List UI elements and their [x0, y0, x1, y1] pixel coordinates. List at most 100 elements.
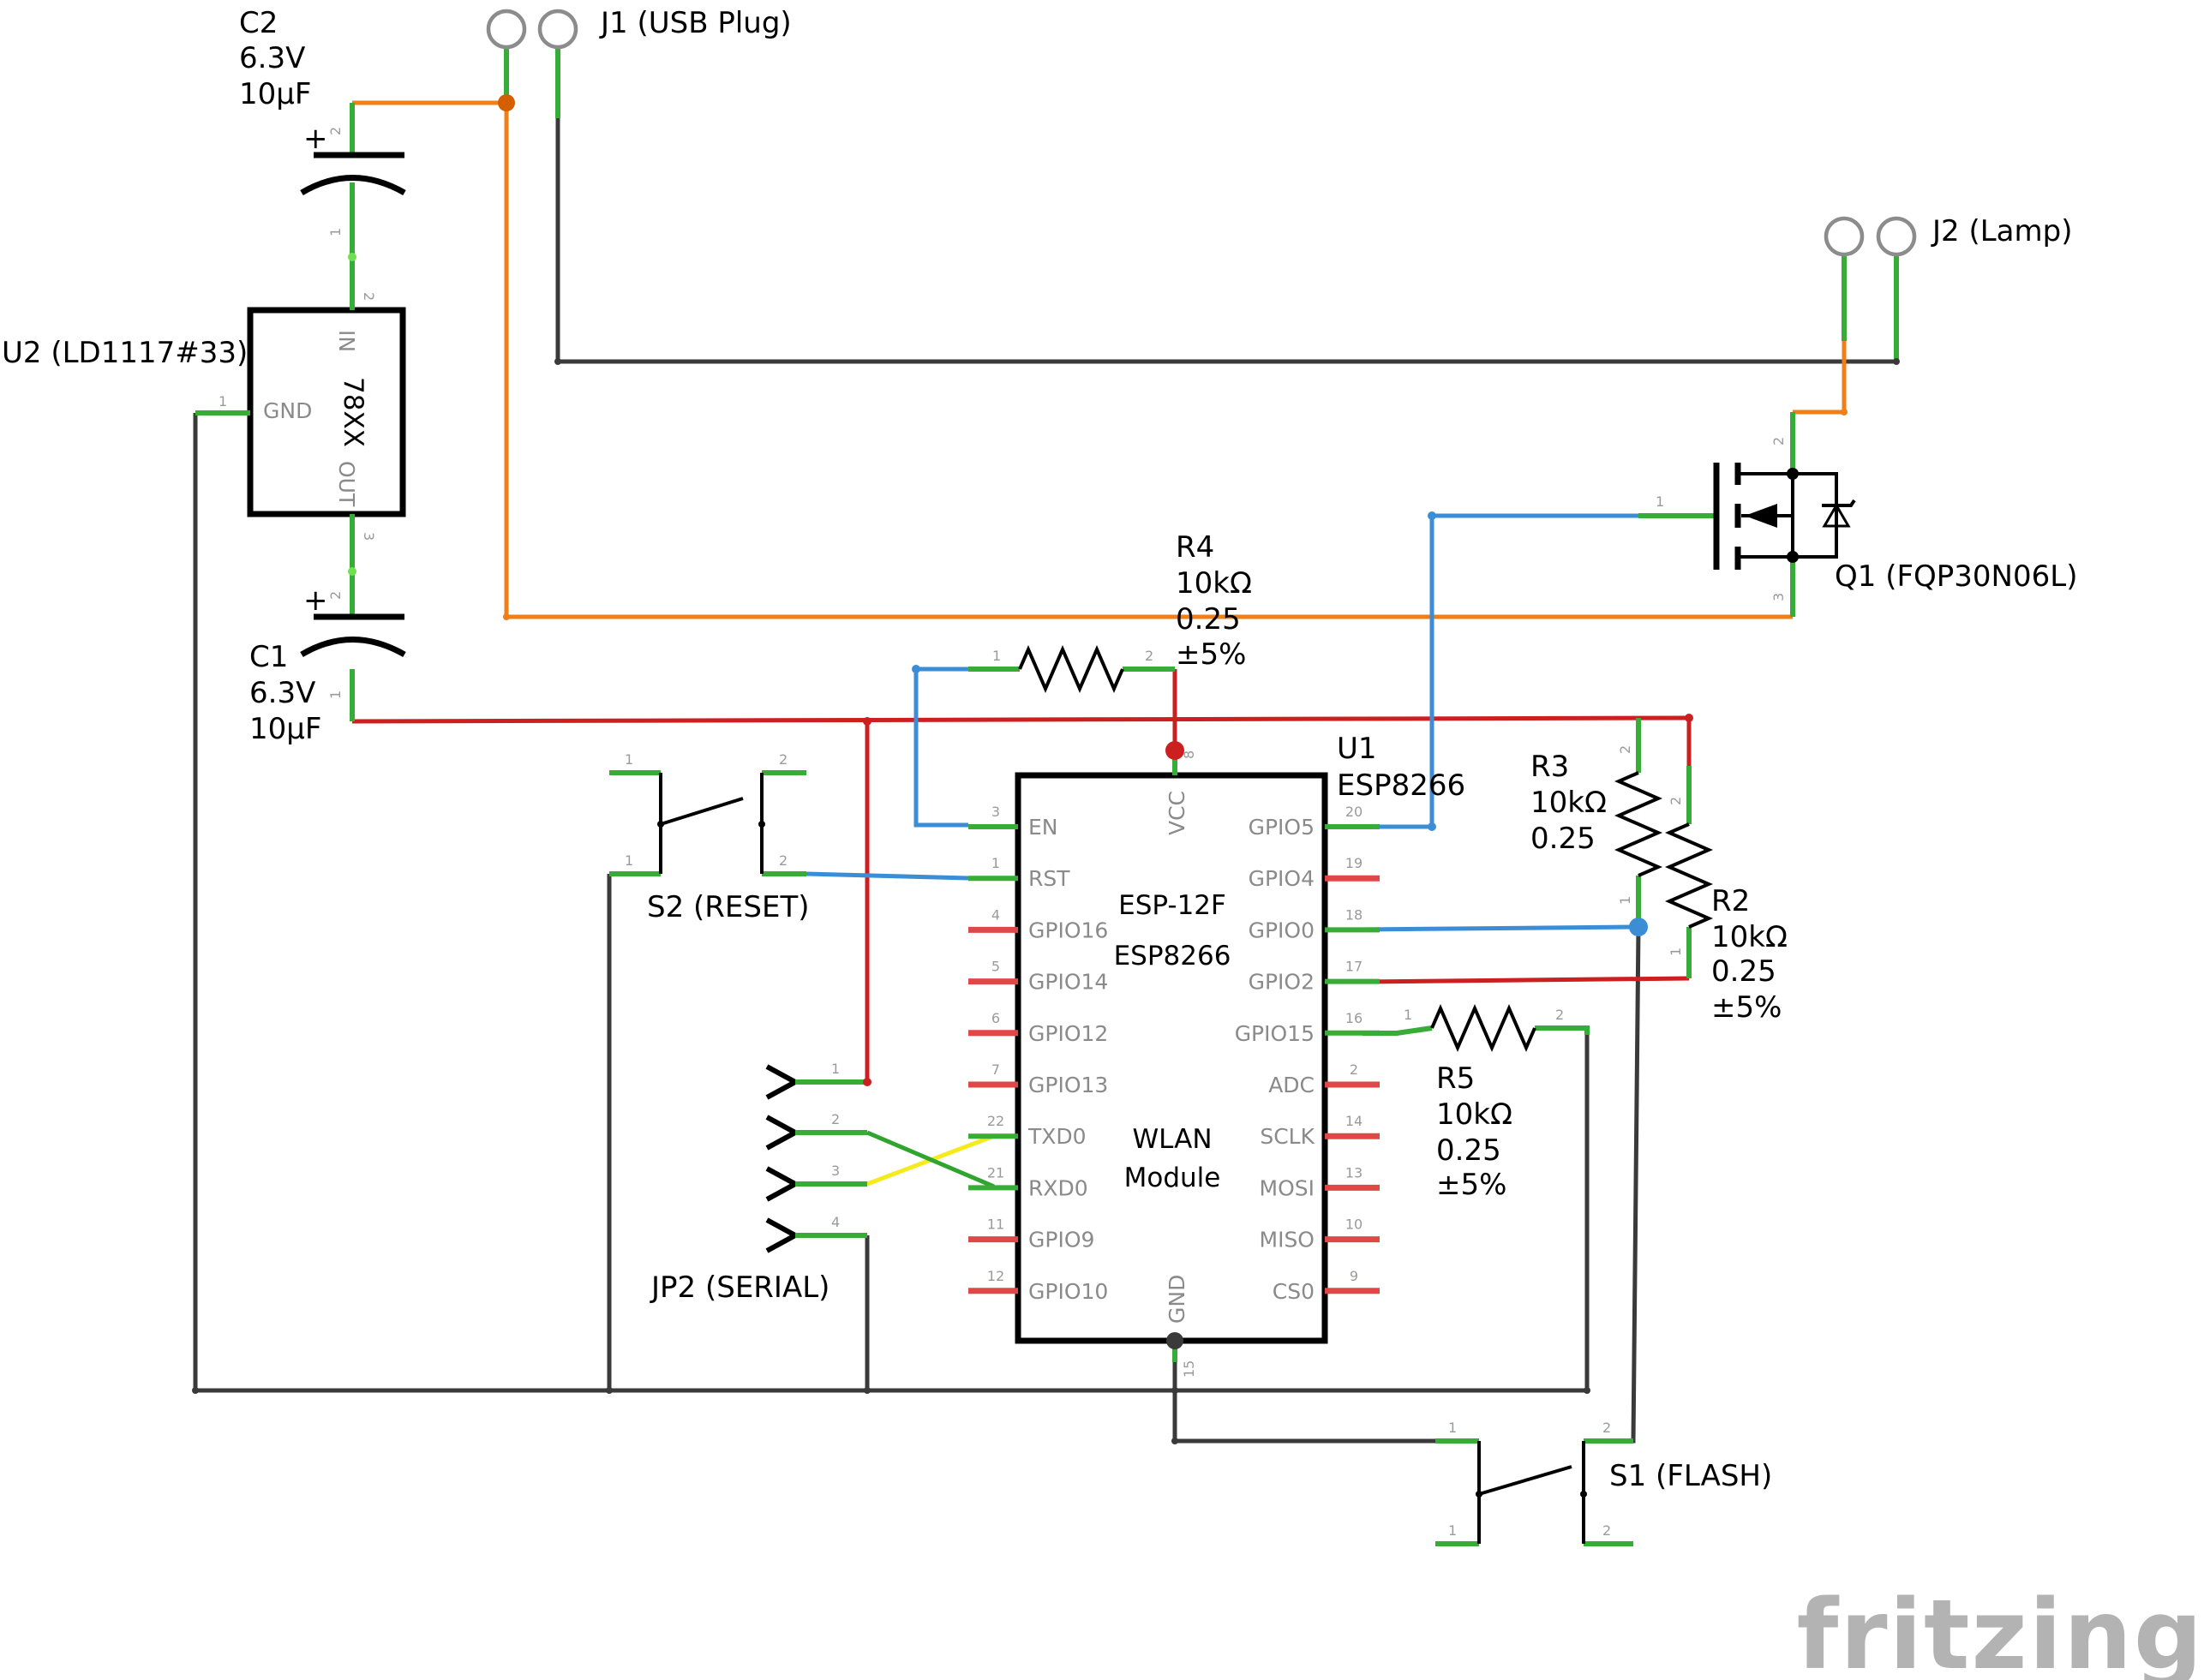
resistor-r4[interactable]: 1 2 R4 10kΩ 0.25 ±5% — [968, 530, 1252, 694]
jp2-pin-1-num: 1 — [831, 1061, 840, 1077]
r3-ref: R3 — [1530, 750, 1569, 784]
r5-power: 0.25 — [1436, 1133, 1501, 1168]
wire-3v3-bus — [351, 715, 1690, 724]
switch-s2-reset[interactable]: 1 2 1 2 S2 (RESET) — [609, 751, 810, 924]
u1-pinnum-txd0: 22 — [987, 1113, 1004, 1129]
u1-pin-gpio0: GPIO0 — [1249, 918, 1315, 942]
regulator-u2[interactable]: IN OUT GND 78XX 2 3 1 U2 (LD1117#33) — [2, 257, 406, 571]
capacitor-c2[interactable]: + 2 1 C2 6.3V 10µF — [239, 6, 406, 307]
fritzing-logo: fritzing — [1797, 1580, 2204, 1680]
s1-label: S1 (FLASH) — [1609, 1459, 1772, 1493]
u1-pinnum-gpio10: 12 — [987, 1268, 1004, 1284]
j2-jack-2 — [1876, 216, 1917, 257]
c2-plus-sign: + — [303, 122, 328, 156]
junctions — [192, 94, 1900, 1444]
u1-pinnum-adc: 2 — [1350, 1061, 1358, 1078]
u1-pinnum-gpio16: 4 — [991, 906, 1000, 923]
q1-pin1-num: 1 — [1656, 493, 1664, 510]
jp2-pin-1-socket — [765, 1064, 801, 1100]
u1-pin-gpio12: GPIO12 — [1028, 1021, 1108, 1046]
jp2-pin-4-num: 4 — [831, 1214, 840, 1230]
wire-gpio0-r3 — [1362, 924, 1639, 932]
r5-value: 10kΩ — [1436, 1097, 1512, 1132]
u1-pinnum-sclk: 14 — [1345, 1113, 1363, 1129]
u1-right-pins: GPIO520GPIO419GPIO018GPIO217GPIO1516ADC2… — [1235, 804, 1380, 1304]
j1-jack-1 — [486, 9, 527, 50]
u2-pin-out: OUT — [334, 461, 359, 507]
c1-pin1-num: 1 — [327, 691, 344, 699]
jp2-pin-2-num: 2 — [831, 1111, 840, 1127]
resistor-r5[interactable]: 1 2 R5 10kΩ 0.25 ±5% — [1363, 1003, 1590, 1202]
connector-j2[interactable]: J2 (Lamp) — [1824, 214, 2072, 362]
u1-pin-miso: MISO — [1260, 1228, 1315, 1253]
q1-pin3-num: 3 — [1770, 593, 1787, 601]
c1-capacitance: 10µF — [249, 712, 321, 746]
q1-pin2-num: 2 — [1770, 437, 1787, 445]
jp2-pins: 1 2 3 4 — [765, 1061, 867, 1253]
resistor-r3[interactable]: 2 1 R3 10kΩ 0.25 — [1530, 718, 1663, 927]
c1-plus-sign: + — [303, 583, 328, 618]
u1-pinnum-mosi: 13 — [1345, 1164, 1363, 1181]
wire-esp-gnd-flash — [1172, 1390, 1435, 1444]
u1-pin-gpio5: GPIO5 — [1249, 815, 1315, 840]
c1-pin2-num: 2 — [327, 591, 344, 600]
u1-pin-en: EN — [1028, 815, 1058, 840]
u2-pin-in: IN — [334, 330, 359, 352]
r5-pin2-num: 2 — [1555, 1007, 1564, 1023]
j2-label: J2 (Lamp) — [1931, 214, 2072, 248]
u1-pinnum-gpio12: 6 — [991, 1010, 1000, 1026]
c1-ref: C1 — [249, 640, 288, 674]
connector-j1[interactable]: J1 (USB Plug) — [486, 6, 792, 118]
r3-power: 0.25 — [1530, 822, 1596, 856]
wire-en-r4 — [913, 667, 968, 828]
u1-left-pins: EN3RST1GPIO164GPIO145GPIO126GPIO137TXD02… — [968, 804, 1108, 1304]
u1-pin-cs0: CS0 — [1273, 1279, 1315, 1304]
u1-pinnum-gpio9: 11 — [987, 1217, 1004, 1233]
u1-pinnum-miso: 10 — [1345, 1217, 1363, 1233]
u2-pin-gnd: GND — [263, 398, 312, 423]
u2-pin2-num: 2 — [361, 292, 377, 301]
r4-pin2-num: 2 — [1145, 648, 1153, 664]
j1-label: J1 (USB Plug) — [599, 6, 792, 40]
s1-pin1b-num: 1 — [1448, 1522, 1457, 1539]
u1-part: ESP8266 — [1337, 768, 1465, 803]
switch-s1-flash[interactable]: 1 2 1 2 S1 (FLASH) — [1435, 1420, 1772, 1546]
mosfet-q1[interactable]: 1 2 3 Q1 (FQP30N06L) — [1638, 412, 2077, 617]
r4-power: 0.25 — [1176, 602, 1241, 637]
u1-pin-adc: ADC — [1268, 1073, 1315, 1097]
j2-jack-1 — [1824, 216, 1865, 257]
r2-pin1-num: 1 — [1668, 948, 1684, 956]
u1-pinnum-gpio15: 16 — [1345, 1010, 1363, 1026]
j1-jack-2 — [537, 9, 578, 50]
u1-pin-gpio16: GPIO16 — [1028, 918, 1108, 942]
u1-pinnum-cs0: 9 — [1350, 1268, 1358, 1284]
u1-pinnum-rst: 1 — [991, 855, 1000, 871]
r2-ref: R2 — [1711, 884, 1750, 918]
module-u1-esp8266[interactable]: VCC GND 8 15 ESP-12F ESP8266 WLAN Module… — [968, 732, 1465, 1378]
u1-pinnum-gpio5: 20 — [1345, 804, 1363, 820]
r4-value: 10kΩ — [1176, 566, 1252, 601]
u2-label: U2 (LD1117#33) — [2, 336, 248, 370]
u1-pinnum-gpio13: 7 — [991, 1061, 1000, 1078]
u1-title-3: WLAN — [1132, 1124, 1212, 1155]
s1-pin2b-num: 2 — [1602, 1522, 1611, 1539]
r3-pin2-num: 2 — [1617, 745, 1633, 754]
wire-usb-gnd-to-lamp — [555, 118, 1899, 364]
jp2-pin-3-socket — [765, 1166, 801, 1202]
r4-tolerance: ±5% — [1176, 637, 1246, 672]
jp2-pin-4-socket — [765, 1217, 801, 1253]
r3-value: 10kΩ — [1530, 786, 1607, 820]
u1-title-1: ESP-12F — [1118, 890, 1226, 921]
r4-pin1-num: 1 — [992, 648, 1001, 664]
s2-pin2b-num: 2 — [779, 852, 788, 869]
c2-capacitance: 10µF — [239, 77, 311, 111]
resistor-r2[interactable]: 2 1 R2 10kΩ 0.25 ±5% — [1664, 766, 1788, 1025]
c1-voltage: 6.3V — [249, 676, 315, 710]
u1-pin-gpio9: GPIO9 — [1028, 1228, 1094, 1253]
capacitor-c1[interactable]: + 2 1 C1 6.3V 10µF — [249, 571, 406, 746]
c2-pin1-num: 1 — [327, 228, 344, 236]
u1-pinnum-en: 3 — [991, 804, 1000, 820]
c2-pin2-num: 2 — [327, 127, 344, 135]
jp2-pin-3-num: 3 — [831, 1163, 840, 1179]
